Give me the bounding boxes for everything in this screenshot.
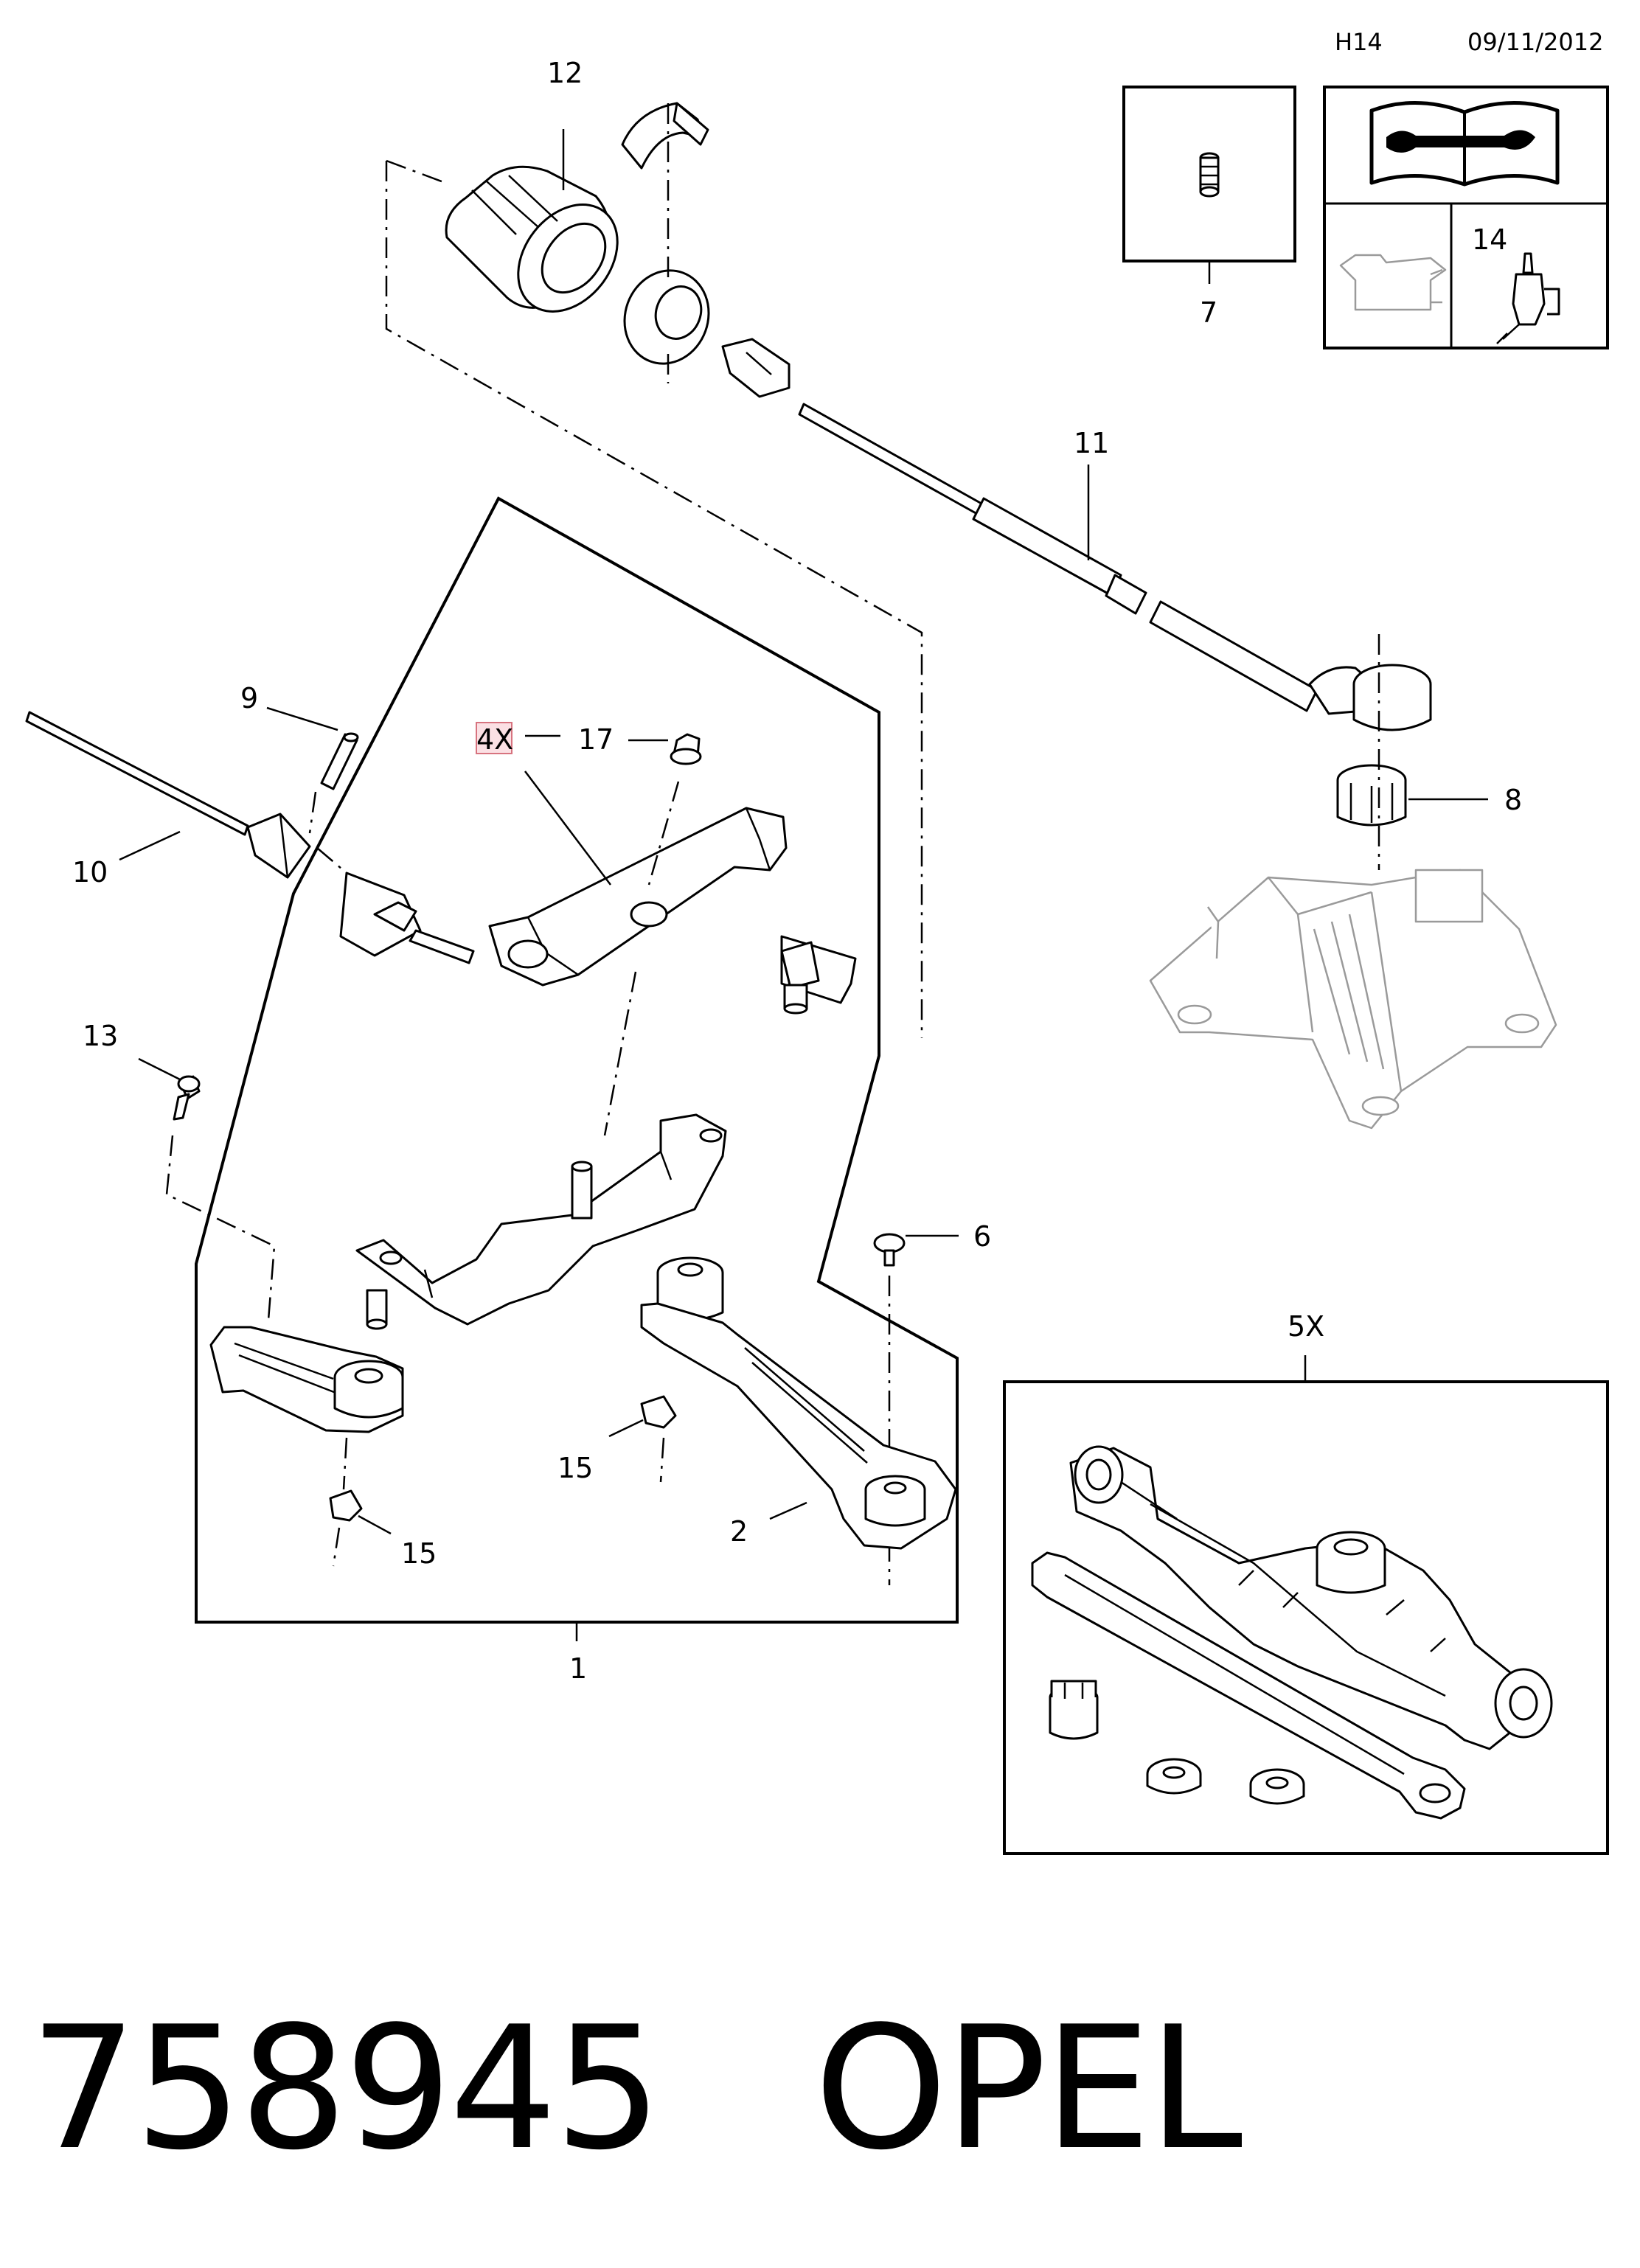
service-manual-icon [1369,101,1560,187]
item-9-pin: 9 [240,682,359,790]
oil-can-icon [1339,254,1447,311]
kit-5x-box: 5X [1003,1310,1609,1855]
upper-lever-assembly: 4X 17 [476,722,857,1015]
callout-11: 11 [1074,427,1109,459]
callout-14: 14 [1472,223,1507,256]
callout-4x-highlight [476,722,512,754]
part-number: 758945 [29,1991,662,2188]
callout-2: 2 [730,1515,748,1548]
callout-8: 8 [1504,784,1522,816]
callout-6: 6 [973,1220,991,1253]
item-6-screw: 6 [873,1220,991,1267]
callout-9: 9 [240,682,258,714]
lower-left-lever [209,1326,404,1433]
threaded-insert-icon [1199,152,1220,198]
callout-15a: 15 [557,1452,593,1484]
callout-5x: 5X [1288,1310,1324,1343]
header-date: 09/11/2012 [1467,28,1603,56]
callout-7: 7 [1200,296,1217,329]
item-12-boot-group: 12 [445,57,791,398]
item-10-shift-shaft: 10 [25,711,475,964]
item-15-clip-upper: 15 [557,1395,677,1484]
callout-13: 13 [83,1020,118,1052]
callout-12: 12 [547,57,583,89]
assembly-frame [195,496,959,1624]
callout-17: 17 [578,723,614,756]
item-7-box: 7 [1122,86,1296,329]
shifter-housing-reference [1149,869,1557,1130]
brand-name: OPEL [814,1991,1243,2188]
adhesive-bottle-icon [1496,252,1560,344]
callout-15b: 15 [401,1537,437,1570]
item-8-bushing: 8 [1336,764,1522,827]
header-code: H14 [1335,28,1383,56]
item-11-shift-rod: 11 [798,403,1432,731]
item-2-lever: 2 [640,1256,957,1550]
item-13-bolt: 13 [83,1020,201,1121]
lower-bracket [355,1113,727,1330]
callout-1: 1 [569,1652,587,1685]
callout-4x: 4X [476,723,513,756]
item-15-clip-lower: 15 [329,1489,437,1570]
callout-10: 10 [72,856,108,888]
footer-title: 758945 OPEL [29,1991,1243,2188]
service-legend-box: 14 [1323,86,1609,349]
